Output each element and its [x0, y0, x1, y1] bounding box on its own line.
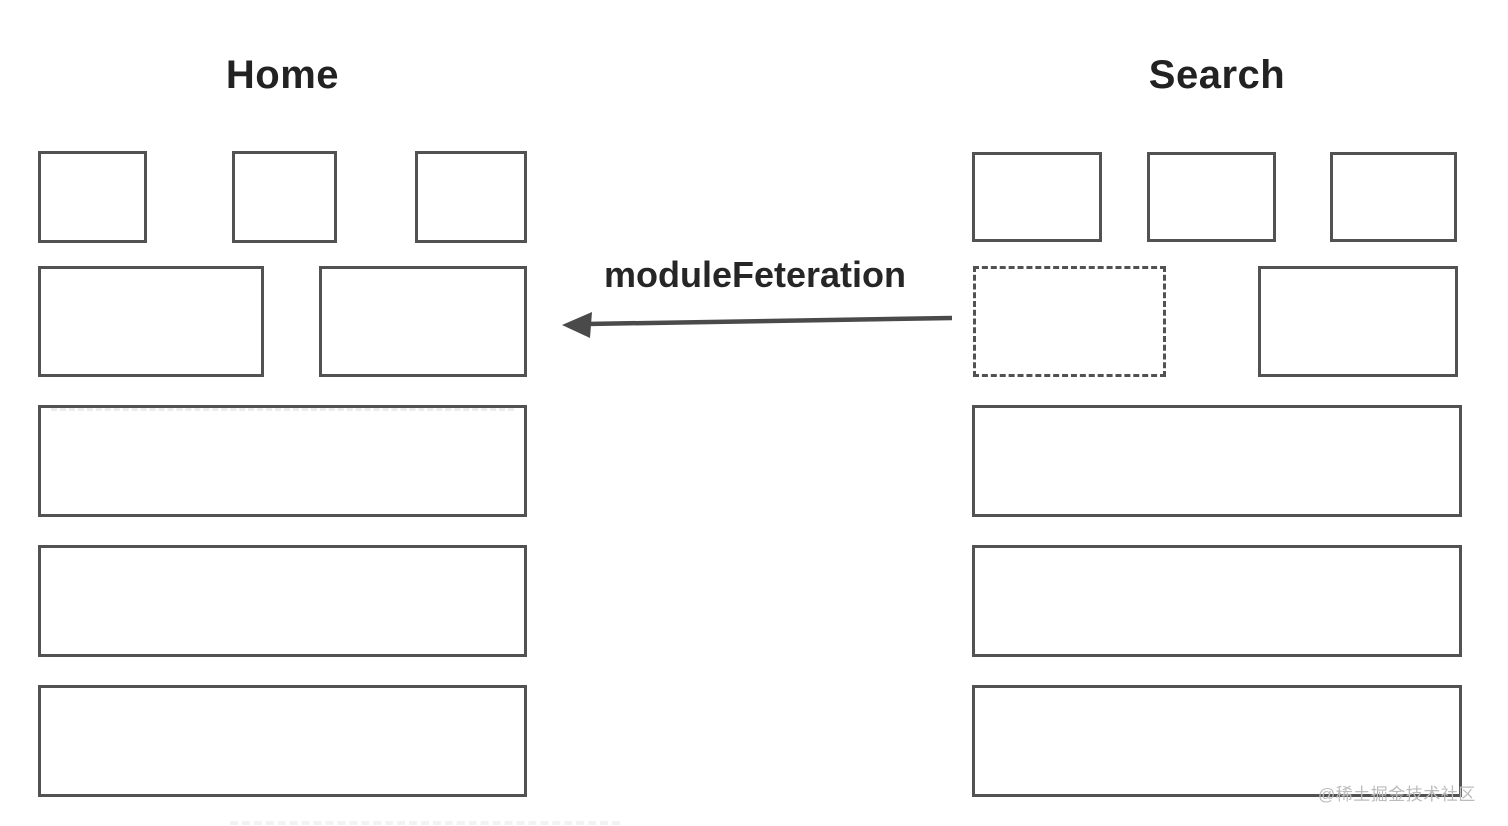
search-large-box-2	[972, 545, 1462, 657]
home-large-box-3	[38, 685, 527, 797]
home-small-box-3	[415, 151, 527, 243]
search-title: Search	[1148, 53, 1286, 97]
home-small-box-1	[38, 151, 147, 243]
home-medium-box-2	[319, 266, 527, 377]
module-federation-arrow	[562, 312, 953, 338]
faint-dashed-line-artifact	[51, 408, 514, 411]
search-large-box-3	[972, 685, 1462, 797]
search-small-box-2	[1147, 152, 1276, 242]
faint-bottom-dashed-artifact	[230, 821, 620, 825]
home-small-box-2	[232, 151, 337, 243]
search-small-box-3	[1330, 152, 1457, 242]
arrow-shaft	[585, 315, 953, 327]
home-large-box-2	[38, 545, 527, 657]
search-large-box-1	[972, 405, 1462, 517]
home-medium-box-1	[38, 266, 264, 377]
search-medium-box-2	[1258, 266, 1458, 377]
home-title: Home	[225, 53, 340, 97]
arrow-head-left-icon	[562, 312, 592, 338]
home-large-box-1	[38, 405, 527, 517]
watermark: @稀土掘金技术社区	[1318, 785, 1476, 804]
search-small-box-1	[972, 152, 1102, 242]
search-shared-module-dashed-box	[973, 266, 1166, 377]
arrow-label: moduleFeteration	[603, 254, 907, 295]
